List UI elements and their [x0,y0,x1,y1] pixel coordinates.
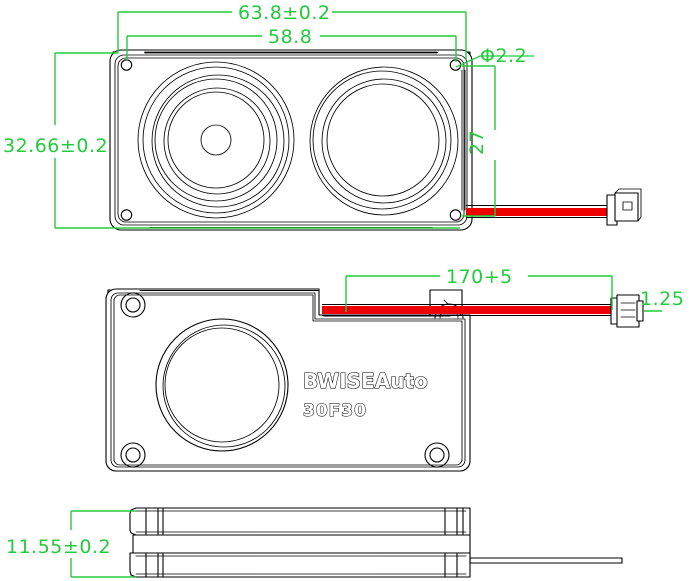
mounting-hole-bottom-left [120,209,133,221]
front-boss-bl-outer [120,442,146,468]
dimension-hole-pitch-height: 27 [462,65,496,217]
side-view-cable-tail [469,557,623,564]
cable-gland-tick [443,299,449,305]
front-speaker-mid [162,324,286,448]
dim-32-66-label: 32.66±0.2 [3,135,108,157]
left-cone-ring-5 [163,87,271,195]
top-view-body-outline [109,49,473,231]
front-view-boss-rings [120,292,450,468]
dimension-overall-width: 63.8±0.2 [117,2,467,60]
right-speaker-cone [309,66,459,216]
dimension-hole-pitch-width: 58.8 [126,26,457,62]
top-view-connector-body [614,192,639,222]
dim-63-8-label: 63.8±0.2 [238,2,330,24]
model-label: 30F30 [303,401,367,421]
dimension-hole-diameter: Φ2.2 [455,45,534,68]
dim-58-8-label: 58.8 [268,26,312,48]
left-cone-ring-6 [167,91,265,189]
side-view-dimensions: 11.55±0.2 [6,510,136,578]
dimension-connector-pitch: 1.25 [640,288,684,312]
front-view: BWISEAuto 30F30 [105,288,644,472]
top-view [109,49,642,231]
left-cone-ring-3 [151,74,285,208]
front-view-cable-assembly [322,294,644,328]
right-cone-ring-2 [312,70,452,210]
front-boss-br-outer [424,442,450,468]
front-view-body-inner-1 [110,292,466,468]
top-view-cable-assembly [466,188,642,226]
top-view-connector-keyway [622,201,633,211]
top-view-dimensions: 63.8±0.2 58.8 32.66±0.2 27 [3,2,534,229]
left-cone-ring-4 [154,78,278,202]
dim-11-55-label: 11.55±0.2 [6,536,111,558]
right-cone-ring-3 [321,78,447,204]
front-view-body-inner-2 [113,294,463,466]
brand-label: BWISEAuto [303,369,428,393]
dim-27-label: 27 [466,130,488,155]
left-speaker-cone [137,61,295,219]
left-cone-ring-1 [137,61,295,219]
mounting-hole-top-left [120,59,133,71]
mounting-hole-bottom-right [449,209,462,221]
front-connector-body [616,294,640,328]
front-boss-br-inner [429,447,445,463]
front-connector-tip [636,300,644,322]
top-view-connector-bevel [614,188,642,222]
top-view-body-inner-2 [117,57,465,223]
dim-phi-2-2-label: Φ2.2 [480,45,527,67]
dimension-thickness: 11.55±0.2 [6,510,136,578]
top-view-body-inner-1 [114,54,468,226]
dim-170-label: 170+5 [446,266,513,288]
left-cone-dust-cap [200,124,232,156]
dim-phi-2-2-leader [455,55,534,68]
left-cone-ring-2 [142,66,290,214]
front-boss-tl-outer [120,292,146,318]
front-speaker-inner [164,327,280,443]
dimension-overall-height: 32.66±0.2 [3,52,460,229]
front-boss-tl-inner [125,297,141,313]
right-cone-ring-4 [326,83,440,197]
front-view-dimensions: 170+5 1.25 [345,266,684,312]
dimension-cable-length: 170+5 [345,266,613,312]
dim-1-25-label: 1.25 [640,288,684,310]
front-view-speaker-circle [155,318,289,452]
right-cone-ring-1 [309,66,459,216]
front-boss-bl-inner [125,447,141,463]
front-speaker-outer [155,318,289,452]
